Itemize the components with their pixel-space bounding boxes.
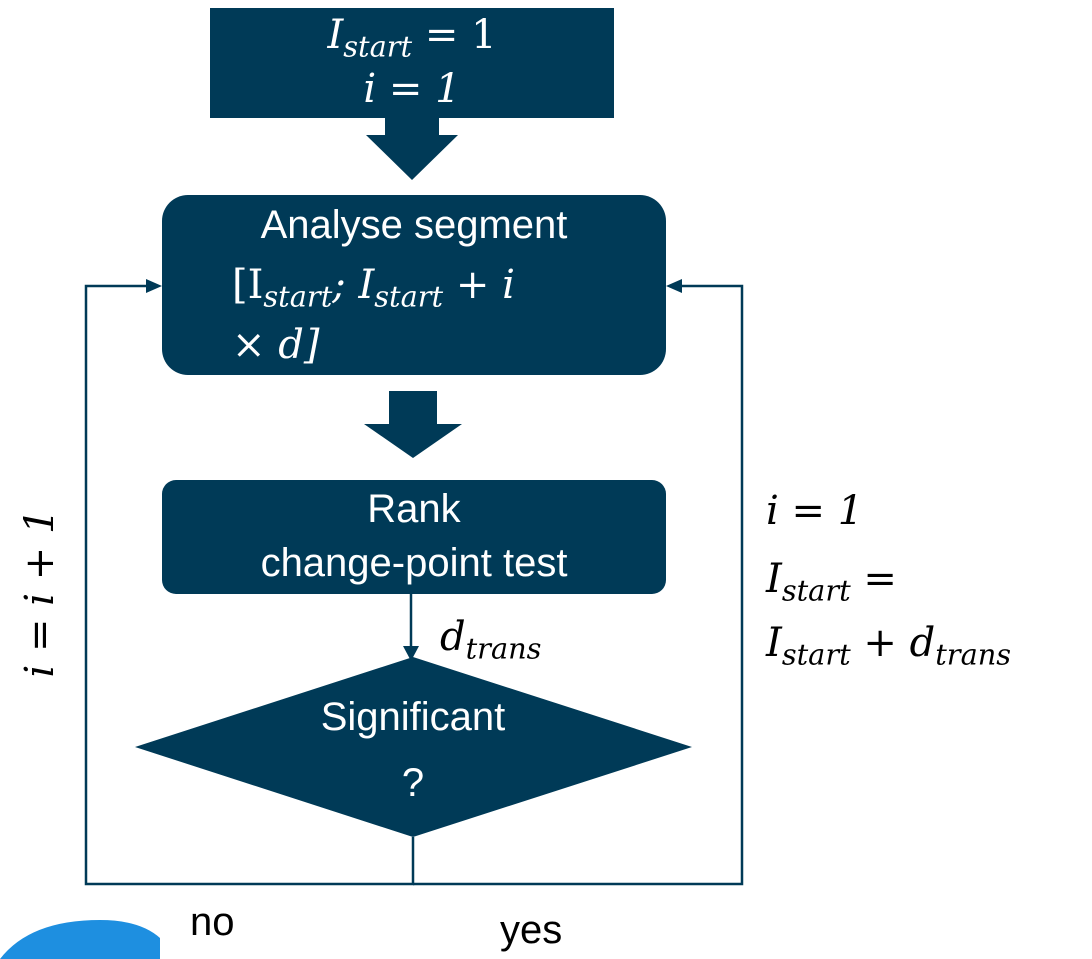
decision-line2: ? (401, 761, 425, 805)
rank-box-line2: change-point test (260, 541, 568, 585)
analyse-segment-box (162, 195, 666, 375)
logo-arc (0, 920, 160, 959)
right-loop-label-line2: Istart = (766, 556, 897, 608)
analyse-box-segment-line: [Istart; Istart + i (232, 262, 515, 314)
loop-line-no (84, 284, 415, 886)
branch-no-label: no (190, 900, 235, 944)
right-loop-label-line3: Istart + dtrans (766, 620, 1012, 672)
rank-test-box (162, 480, 666, 594)
analyse-box-title: Analyse segment (260, 203, 568, 247)
start-box (210, 8, 614, 118)
start-box-line1: Istart = 1 (327, 12, 497, 64)
decision-line1: Significant (320, 695, 506, 739)
decision-diamond (135, 657, 692, 837)
connector-arrowhead (403, 646, 419, 661)
rank-box-line1: Rank (367, 487, 461, 531)
loop-no-arrowhead (146, 279, 162, 293)
analyse-box-segment-line2: × d] (232, 322, 320, 368)
right-loop-label-line1: i = 1 (766, 488, 864, 534)
branch-yes-label: yes (500, 908, 563, 952)
start-box-line2: i = 1 (363, 66, 461, 112)
down-arrow-1 (366, 118, 458, 180)
loop-line-yes (413, 284, 744, 886)
d-trans-label: dtrans (440, 614, 542, 666)
loop-yes-arrowhead (666, 279, 682, 293)
down-arrow-2 (364, 391, 462, 458)
left-loop-label: i = i + 1 (17, 508, 63, 678)
